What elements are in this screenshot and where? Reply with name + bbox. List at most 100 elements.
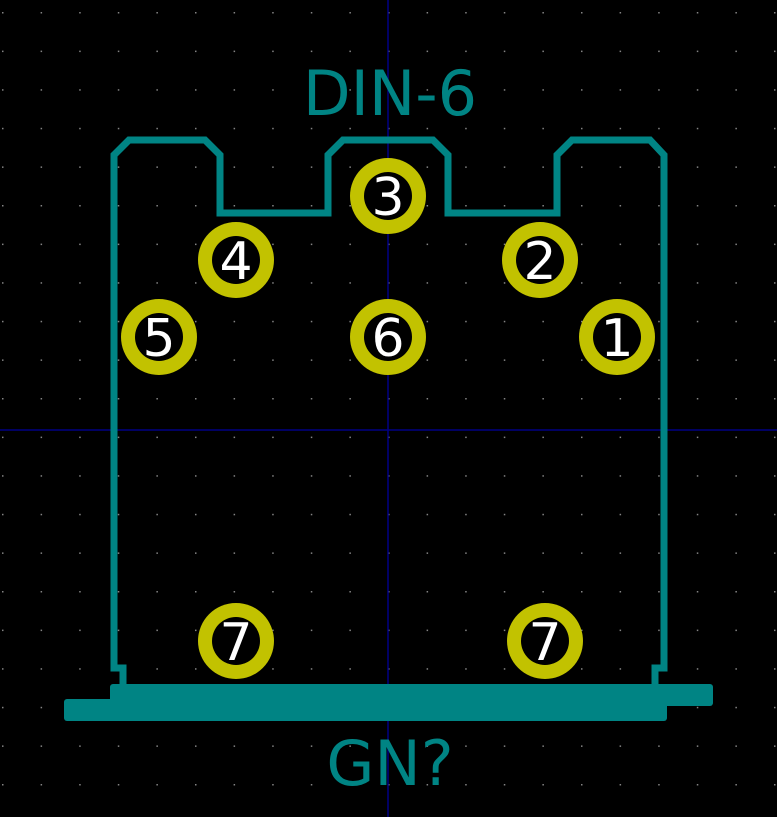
grid-dot [2,436,4,439]
grid-dot [233,166,236,168]
grid-dot [79,282,81,284]
grid-dot [349,745,351,747]
grid-dot [310,320,313,323]
grid-dot [40,50,43,53]
grid-dot [2,398,4,400]
grid-dot [310,166,313,168]
pad-5[interactable]: 5 [121,299,197,375]
grid-dot [658,784,660,786]
grid-dot [426,745,429,747]
pad-number: 2 [523,232,556,292]
grid-dot [696,89,699,91]
grid-dot [117,745,120,747]
grid-dot [774,591,776,593]
grid-dot [619,629,622,632]
shield-bar-lower[interactable] [64,699,667,721]
grid-dot [40,745,43,747]
grid-dot [117,629,120,632]
grid-dot [272,243,274,246]
grid-dot [349,668,351,670]
grid-dot [581,591,583,593]
grid-dot [2,513,4,516]
grid-dot [774,668,776,670]
grid-dot [735,359,737,361]
grid-dot [619,591,622,593]
grid-dot [619,513,622,516]
grid-dot [195,552,197,554]
grid-dot [542,89,544,91]
grid-dot [774,282,776,284]
grid-dot [774,436,776,439]
grid-dot [581,629,583,632]
grid-dot [619,552,622,554]
grid-dot [117,50,120,53]
grid-dot [581,320,583,323]
grid-dot [735,12,737,14]
grid-dot [272,127,274,130]
grid-dot [40,784,43,786]
grid-dot [2,591,4,593]
reference-text[interactable]: GN? [326,727,453,800]
pad-2[interactable]: 2 [502,222,578,298]
grid-dot [272,282,274,284]
grid-dot [581,243,583,246]
grid-dot [774,166,776,168]
grid-dot [79,12,81,14]
grid-dot [2,475,4,477]
pad-drill-hole [212,236,260,284]
grid-dot [735,552,737,554]
grid-dot [503,166,506,168]
grid-dot [310,629,313,632]
pad-1[interactable]: 1 [579,299,655,375]
grid-dot [272,359,274,361]
grid-dot [2,50,4,53]
pad-drill-hole [212,617,260,665]
grid-dot [272,784,274,786]
grid-dot [195,359,197,361]
grid-dot [503,591,506,593]
grid-dot [233,784,236,786]
grid-dot [503,12,506,14]
grid-dot [503,398,506,400]
grid-dot [195,398,197,400]
grid-dot [117,475,120,477]
grid-dot [581,12,583,14]
grid-dot [2,166,4,168]
pad-7[interactable]: 7 [507,603,583,679]
grid-dot [79,50,81,53]
pad-6[interactable]: 6 [350,299,426,375]
grid-dot [272,166,274,168]
pad-7[interactable]: 7 [198,603,274,679]
connector-outline[interactable] [110,136,668,684]
grid-dot [619,127,622,130]
grid-dot [619,475,622,477]
grid-dot [426,166,429,168]
pad-number: 4 [219,232,252,292]
grid-dot [349,282,351,284]
grid-dot [774,398,776,400]
grid-dot [619,784,622,786]
pad-3[interactable]: 3 [350,158,426,234]
pad-4[interactable]: 4 [198,222,274,298]
grid-dot [426,320,429,323]
grid-dot [658,475,660,477]
grid-dot [310,513,313,516]
grid-dot [272,205,274,207]
grid-dot [696,513,699,516]
grid-dot [503,513,506,516]
grid-dot [156,127,158,130]
grid-dot [581,50,583,53]
grid-dot [581,205,583,207]
grid-dot [233,50,236,53]
grid-dot [696,436,699,439]
grid-dot [349,166,351,168]
grid-dot [503,436,506,439]
grid-dot [735,89,737,91]
grid-dot [349,591,351,593]
value-text[interactable]: DIN-6 [303,57,477,130]
grid-dot [310,359,313,361]
grid-dot [195,205,197,207]
grid-dot [696,475,699,477]
grid-dot [696,552,699,554]
